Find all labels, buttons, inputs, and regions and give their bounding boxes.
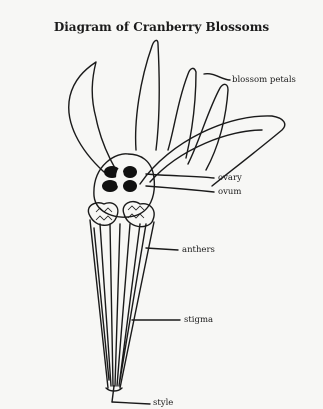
leader-style — [112, 402, 150, 404]
leader-ovum — [146, 186, 214, 192]
leader-anthers — [146, 248, 178, 250]
label-ovary: ovary — [218, 173, 242, 183]
label-petals: blossom petals — [232, 75, 296, 85]
label-style: style — [153, 398, 173, 408]
leader-petals — [204, 74, 230, 80]
label-stigma: stigma — [184, 315, 213, 325]
label-anthers: anthers — [182, 245, 215, 255]
petal-left — [69, 62, 116, 172]
petal-center — [136, 40, 160, 150]
label-ovum: ovum — [218, 187, 241, 197]
style-line — [112, 386, 114, 402]
petal-right-2 — [188, 84, 228, 170]
petal-curled-inner — [150, 130, 262, 182]
anther-left — [88, 203, 117, 226]
